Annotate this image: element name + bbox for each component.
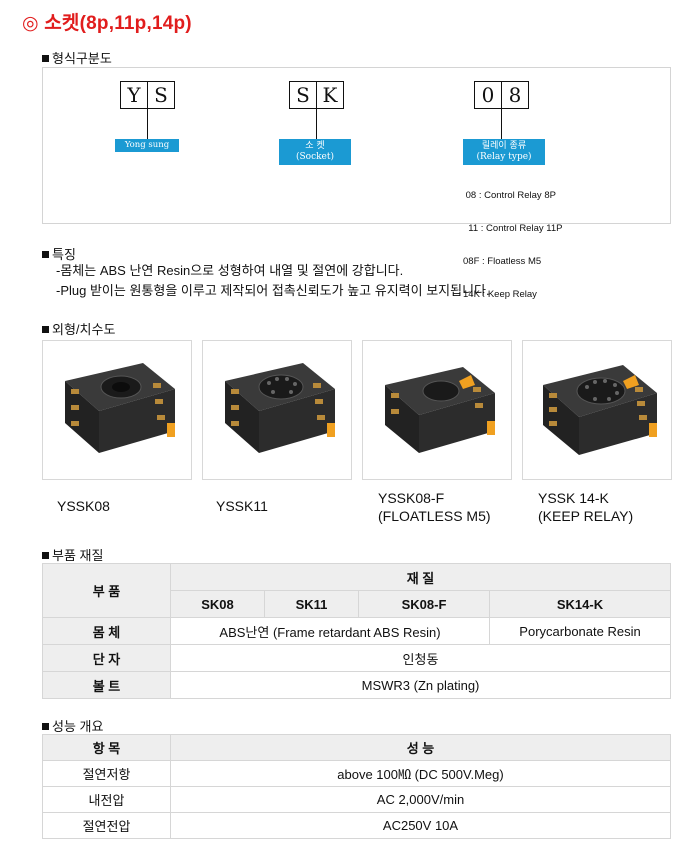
product-name: YSSK08 xyxy=(57,498,110,514)
header-material: 재 질 xyxy=(170,563,671,591)
product-photo-yssk14k xyxy=(522,340,672,480)
header-item: 항 목 xyxy=(42,734,171,761)
bullet-square-icon xyxy=(42,326,49,333)
table-row: 볼 트 MSWR3 (Zn plating) xyxy=(42,671,671,699)
code-char: K xyxy=(316,81,344,109)
caption-yssk11: YSSK11 xyxy=(216,497,268,515)
row-label: 볼 트 xyxy=(42,671,171,699)
product-name: YSSK11 xyxy=(216,498,268,514)
code-char: Y xyxy=(120,81,148,109)
product-name: YSSK08-F xyxy=(378,490,445,506)
caption-yssk08: YSSK08 xyxy=(57,497,110,515)
bullet-square-icon xyxy=(42,55,49,62)
cell-value: AC 2,000V/min xyxy=(170,786,671,813)
product-photo-yssk08f xyxy=(362,340,512,480)
features-text: -몸체는 ABS 난연 Resin으로 성형하여 내열 및 절연에 강합니다. … xyxy=(56,261,490,301)
tag-line: 소 켓 xyxy=(305,141,325,151)
table-row: 내전압 AC 2,000V/min xyxy=(42,786,671,813)
code-ys: Y S xyxy=(120,81,175,109)
cell-value: ABS난연 (Frame retardant ABS Resin) xyxy=(170,617,490,645)
code-char: S xyxy=(147,81,175,109)
materials-table: 부 품 재 질 SK08 SK11 SK08-F SK14-K 몸 체 ABS난… xyxy=(42,563,671,699)
relay-type-item: 08F : Floatless M5 xyxy=(463,256,542,267)
product-subtitle: (FLOATLESS M5) xyxy=(378,508,491,524)
row-label: 내전압 xyxy=(42,786,171,813)
table-row: 몸 체 ABS난연 (Frame retardant ABS Resin) Po… xyxy=(42,617,671,645)
caption-yssk08f: YSSK08-F (FLOATLESS M5) xyxy=(378,489,491,525)
section-title: 외형/치수도 xyxy=(52,322,116,337)
section-title: 형식구분도 xyxy=(52,51,112,66)
col-sk08f: SK08-F xyxy=(358,590,490,618)
header-performance: 성 능 xyxy=(170,734,671,761)
code-char: 8 xyxy=(501,81,529,109)
col-sk14k: SK14-K xyxy=(489,590,671,618)
cell-value: 인청동 xyxy=(170,644,671,672)
header-part: 부 품 xyxy=(42,563,171,618)
tag-relay-type: 릴레이 종류 (Relay type) xyxy=(463,139,545,165)
relay-type-item: 08 : Control Relay 8P xyxy=(463,190,556,201)
feature-line: -몸체는 ABS 난연 Resin으로 성형하여 내열 및 절연에 강합니다. xyxy=(56,263,404,278)
table-row: 절연전압 AC250V 10A xyxy=(42,812,671,839)
connector-line xyxy=(147,109,148,139)
socket-08f-image xyxy=(385,367,495,453)
relay-type-item: 11 : Control Relay 11P xyxy=(463,223,563,234)
code-char: S xyxy=(289,81,317,109)
product-subtitle: (KEEP RELAY) xyxy=(538,508,634,524)
table-row: 절연저항 above 100㏁ (DC 500V.Meg) xyxy=(42,760,671,787)
page-title: ◎ 소켓(8p,11p,14p) xyxy=(22,13,192,34)
section-title: 부품 재질 xyxy=(52,548,104,563)
section-title: 성능 개요 xyxy=(52,719,104,734)
bullet-square-icon xyxy=(42,251,49,258)
product-name: YSSK 14-K xyxy=(538,490,609,506)
row-label: 단 자 xyxy=(42,644,171,672)
cell-value: MSWR3 (Zn plating) xyxy=(170,671,671,699)
product-photo-yssk11 xyxy=(202,340,352,480)
cell-value: above 100㏁ (DC 500V.Meg) xyxy=(170,760,671,787)
row-label: 절연저항 xyxy=(42,760,171,787)
relay-type-list: 08 : Control Relay 8P 11 : Control Relay… xyxy=(463,168,562,322)
cell-value: Porycarbonate Resin xyxy=(489,617,671,645)
socket-8p-image xyxy=(65,363,175,453)
section-performance: 성능 개요 xyxy=(42,716,103,735)
code-sk: S K xyxy=(289,81,344,109)
feature-line: -Plug 받이는 원통형을 이루고 제작되어 접촉신뢰도가 높고 유지력이 보… xyxy=(56,283,490,298)
cell-value: AC250V 10A xyxy=(170,812,671,839)
connector-line xyxy=(501,109,502,139)
col-sk08: SK08 xyxy=(170,590,265,618)
tag-line: (Relay type) xyxy=(476,152,532,162)
code-char: 0 xyxy=(474,81,502,109)
tag-line: (Socket) xyxy=(295,152,335,162)
relay-type-item: 14K : Keep Relay xyxy=(463,289,537,300)
tag-line: 릴레이 종류 xyxy=(481,141,527,151)
socket-14k-image xyxy=(543,365,657,455)
caption-yssk14k: YSSK 14-K (KEEP RELAY) xyxy=(538,489,633,525)
tag-socket: 소 켓 (Socket) xyxy=(279,139,351,165)
product-photo-yssk08 xyxy=(42,340,192,480)
row-label: 절연전압 xyxy=(42,812,171,839)
section-materials: 부품 재질 xyxy=(42,545,103,564)
designation-diagram: Y S Yong sung S K 소 켓 (Socket) 0 8 릴레이 종… xyxy=(42,67,671,300)
connector-line xyxy=(316,109,317,139)
performance-table: 항 목 성 능 절연저항 above 100㏁ (DC 500V.Meg) 내전… xyxy=(42,734,671,839)
col-sk11: SK11 xyxy=(264,590,359,618)
bullet-square-icon xyxy=(42,723,49,730)
section-appearance: 외형/치수도 xyxy=(42,319,115,338)
socket-11p-image xyxy=(225,363,335,453)
code-08: 0 8 xyxy=(474,81,529,109)
section-title: 특징 xyxy=(52,247,76,262)
bullet-square-icon xyxy=(42,552,49,559)
section-features: 특징 xyxy=(42,244,76,263)
row-label: 몸 체 xyxy=(42,617,171,645)
tag-yongsung: Yong sung xyxy=(115,139,179,152)
table-row: 단 자 인청동 xyxy=(42,644,671,672)
section-designation: 형식구분도 xyxy=(42,48,112,67)
